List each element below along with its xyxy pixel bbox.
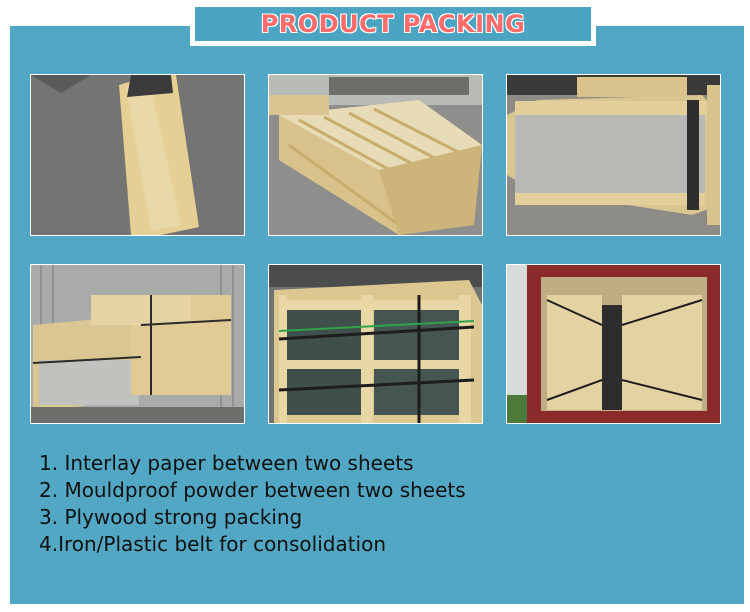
packing-notes-list: 1. Interlay paper between two sheets 2. …: [39, 450, 639, 558]
note-item: 1. Interlay paper between two sheets: [39, 451, 414, 475]
photo-crates-in-container: [30, 264, 245, 424]
photo-crate-strapped-closeup: [506, 74, 721, 236]
note-item: 3. Plywood strong packing: [39, 505, 303, 529]
page-title: PRODUCT PACKING: [260, 10, 526, 38]
note-item: 4.Iron/Plastic belt for consolidation: [39, 532, 387, 556]
note-item: 2. Mouldproof powder between two sheets: [39, 478, 466, 502]
photo-crate-glass-strapped: [268, 264, 483, 424]
photo-crates-row-warehouse: [268, 74, 483, 236]
photo-container-loaded-rear: [506, 264, 721, 424]
photo-paper-interlay-sheet: [30, 74, 245, 236]
title-banner: PRODUCT PACKING: [190, 2, 596, 46]
